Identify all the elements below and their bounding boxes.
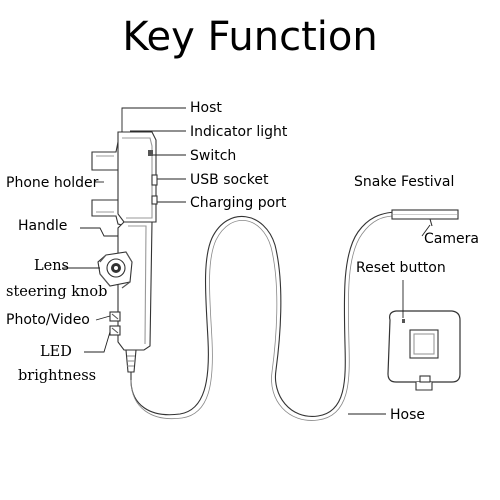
leader-lines: [62, 107, 431, 415]
label-photo-video: Photo/Video: [6, 312, 90, 328]
lens-steering-knob: [97, 251, 133, 289]
host-body: [117, 131, 157, 223]
label-switch: Switch: [190, 148, 237, 164]
indicator-light: [148, 150, 153, 156]
reset-button: [402, 319, 405, 323]
handle-body: [117, 221, 153, 351]
label-led-line1: LED: [40, 344, 72, 360]
label-charging-port: Charging port: [190, 195, 287, 211]
label-handle: Handle: [18, 218, 68, 234]
label-snake-festival: Snake Festival: [354, 174, 455, 190]
camera-module-rear-view: [387, 310, 461, 391]
label-host: Host: [190, 100, 222, 116]
label-brightness-line2: brightness: [18, 368, 97, 384]
page-title: Key Function: [122, 14, 378, 60]
label-lens-line1: Lens: [34, 258, 69, 274]
hose-cable: [130, 211, 396, 417]
label-camera: Camera: [424, 231, 479, 247]
usb-socket: [151, 174, 158, 186]
label-usb-socket: USB socket: [190, 172, 269, 188]
label-hose: Hose: [390, 407, 425, 423]
label-indicator-light: Indicator light: [190, 124, 288, 140]
charging-port: [151, 195, 158, 205]
label-reset-button: Reset button: [356, 260, 446, 276]
label-steering-knob-line2: steering knob: [6, 284, 108, 300]
label-phone-holder: Phone holder: [6, 175, 99, 191]
